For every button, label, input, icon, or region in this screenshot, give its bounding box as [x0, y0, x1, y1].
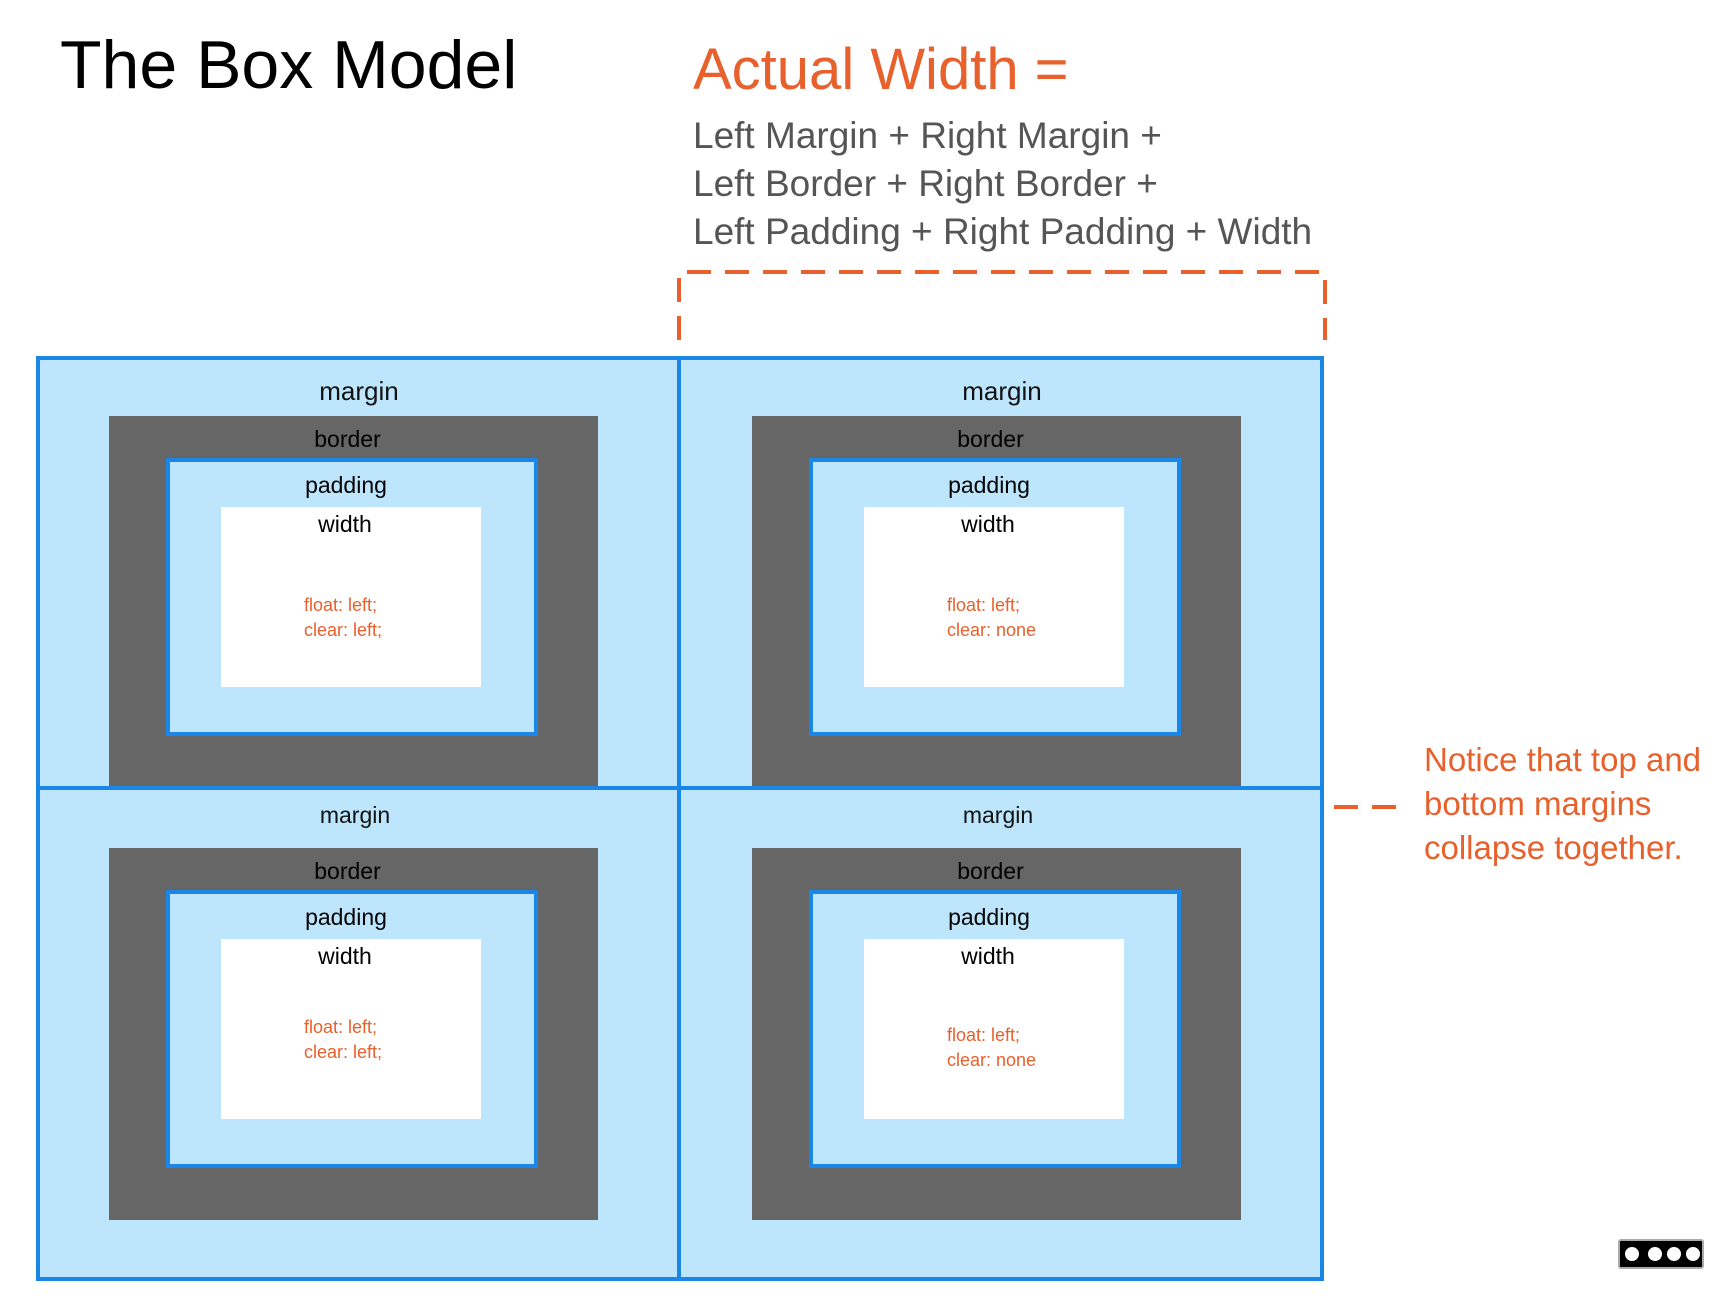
border-label: border [957, 426, 1024, 452]
clear-property: clear: none [947, 1050, 1037, 1070]
border-label: border [314, 426, 381, 452]
content-area: width float: left; clear: none [864, 507, 1124, 687]
border-area: border padding width float: left; clear:… [109, 416, 598, 788]
border-area: border padding width float: left; clear:… [752, 416, 1241, 788]
width-label: width [961, 511, 1015, 537]
float-property: float: left; [947, 595, 1021, 615]
width-label: width [961, 943, 1015, 969]
padding-label: padding [305, 472, 387, 498]
margin-label: margin [962, 376, 1042, 406]
note-line: bottom margins [1424, 785, 1652, 822]
padding-label: padding [948, 472, 1030, 498]
padding-area: padding width float: left; clear: left; [166, 458, 538, 736]
border-area: border padding width float: left; clear:… [109, 848, 598, 1220]
formula-line: Left Padding + Right Padding + Width [693, 211, 1313, 252]
note-line: collapse together. [1424, 829, 1683, 866]
padding-area: padding width float: left; clear: none [809, 890, 1181, 1168]
border-label: border [957, 858, 1024, 884]
padding-label: padding [948, 904, 1030, 930]
box-divider-vertical [677, 356, 681, 1281]
box-top-left: margin border padding width float: left;… [38, 358, 680, 788]
actual-width-bracket [677, 270, 1327, 340]
content-area: width float: left; clear: left; [221, 507, 481, 687]
clear-property: clear: none [947, 620, 1037, 640]
width-label: width [318, 511, 372, 537]
cc-icon [1623, 1245, 1641, 1263]
page-title: The Box Model [60, 27, 518, 103]
sa-icon [1684, 1245, 1702, 1263]
note-line: Notice that top and [1424, 741, 1702, 778]
clear-property: clear: left; [304, 620, 383, 640]
padding-area: padding width float: left; clear: left; [166, 890, 538, 1168]
css-properties: float: left; clear: left; [304, 1015, 382, 1065]
margin-label: margin [319, 802, 391, 828]
nc-icon [1665, 1245, 1683, 1263]
css-properties: float: left; clear: none [947, 1023, 1036, 1073]
padding-label: padding [305, 904, 387, 930]
border-area: border padding width float: left; clear:… [752, 848, 1241, 1220]
clear-property: clear: left; [304, 1042, 383, 1062]
formula-line: Left Border + Right Border + [693, 163, 1158, 204]
box-top-right: margin border padding width float: left;… [681, 358, 1323, 788]
float-property: float: left; [304, 595, 378, 615]
box-divider-horizontal [36, 786, 1324, 790]
by-icon [1646, 1245, 1664, 1263]
border-label: border [314, 858, 381, 884]
css-properties: float: left; clear: none [947, 593, 1036, 643]
box-bottom-right: margin border padding width float: left;… [681, 790, 1323, 1279]
width-label: width [318, 943, 372, 969]
collapse-note: Notice that top and bottom margins colla… [1424, 738, 1701, 870]
float-property: float: left; [304, 1017, 378, 1037]
formula-line: Left Margin + Right Margin + [693, 115, 1162, 156]
margin-label: margin [962, 802, 1034, 828]
content-area: width float: left; clear: left; [221, 939, 481, 1119]
box-bottom-left: margin border padding width float: left;… [38, 790, 680, 1279]
padding-area: padding width float: left; clear: none [809, 458, 1181, 736]
css-properties: float: left; clear: left; [304, 593, 382, 643]
actual-width-title: Actual Width = [693, 37, 1069, 102]
actual-width-formula: Left Margin + Right Margin + Left Border… [693, 112, 1312, 256]
content-area: width float: left; clear: none [864, 939, 1124, 1119]
float-property: float: left; [947, 1025, 1021, 1045]
margin-label: margin [319, 376, 399, 406]
creative-commons-badge-icon [1618, 1239, 1704, 1269]
